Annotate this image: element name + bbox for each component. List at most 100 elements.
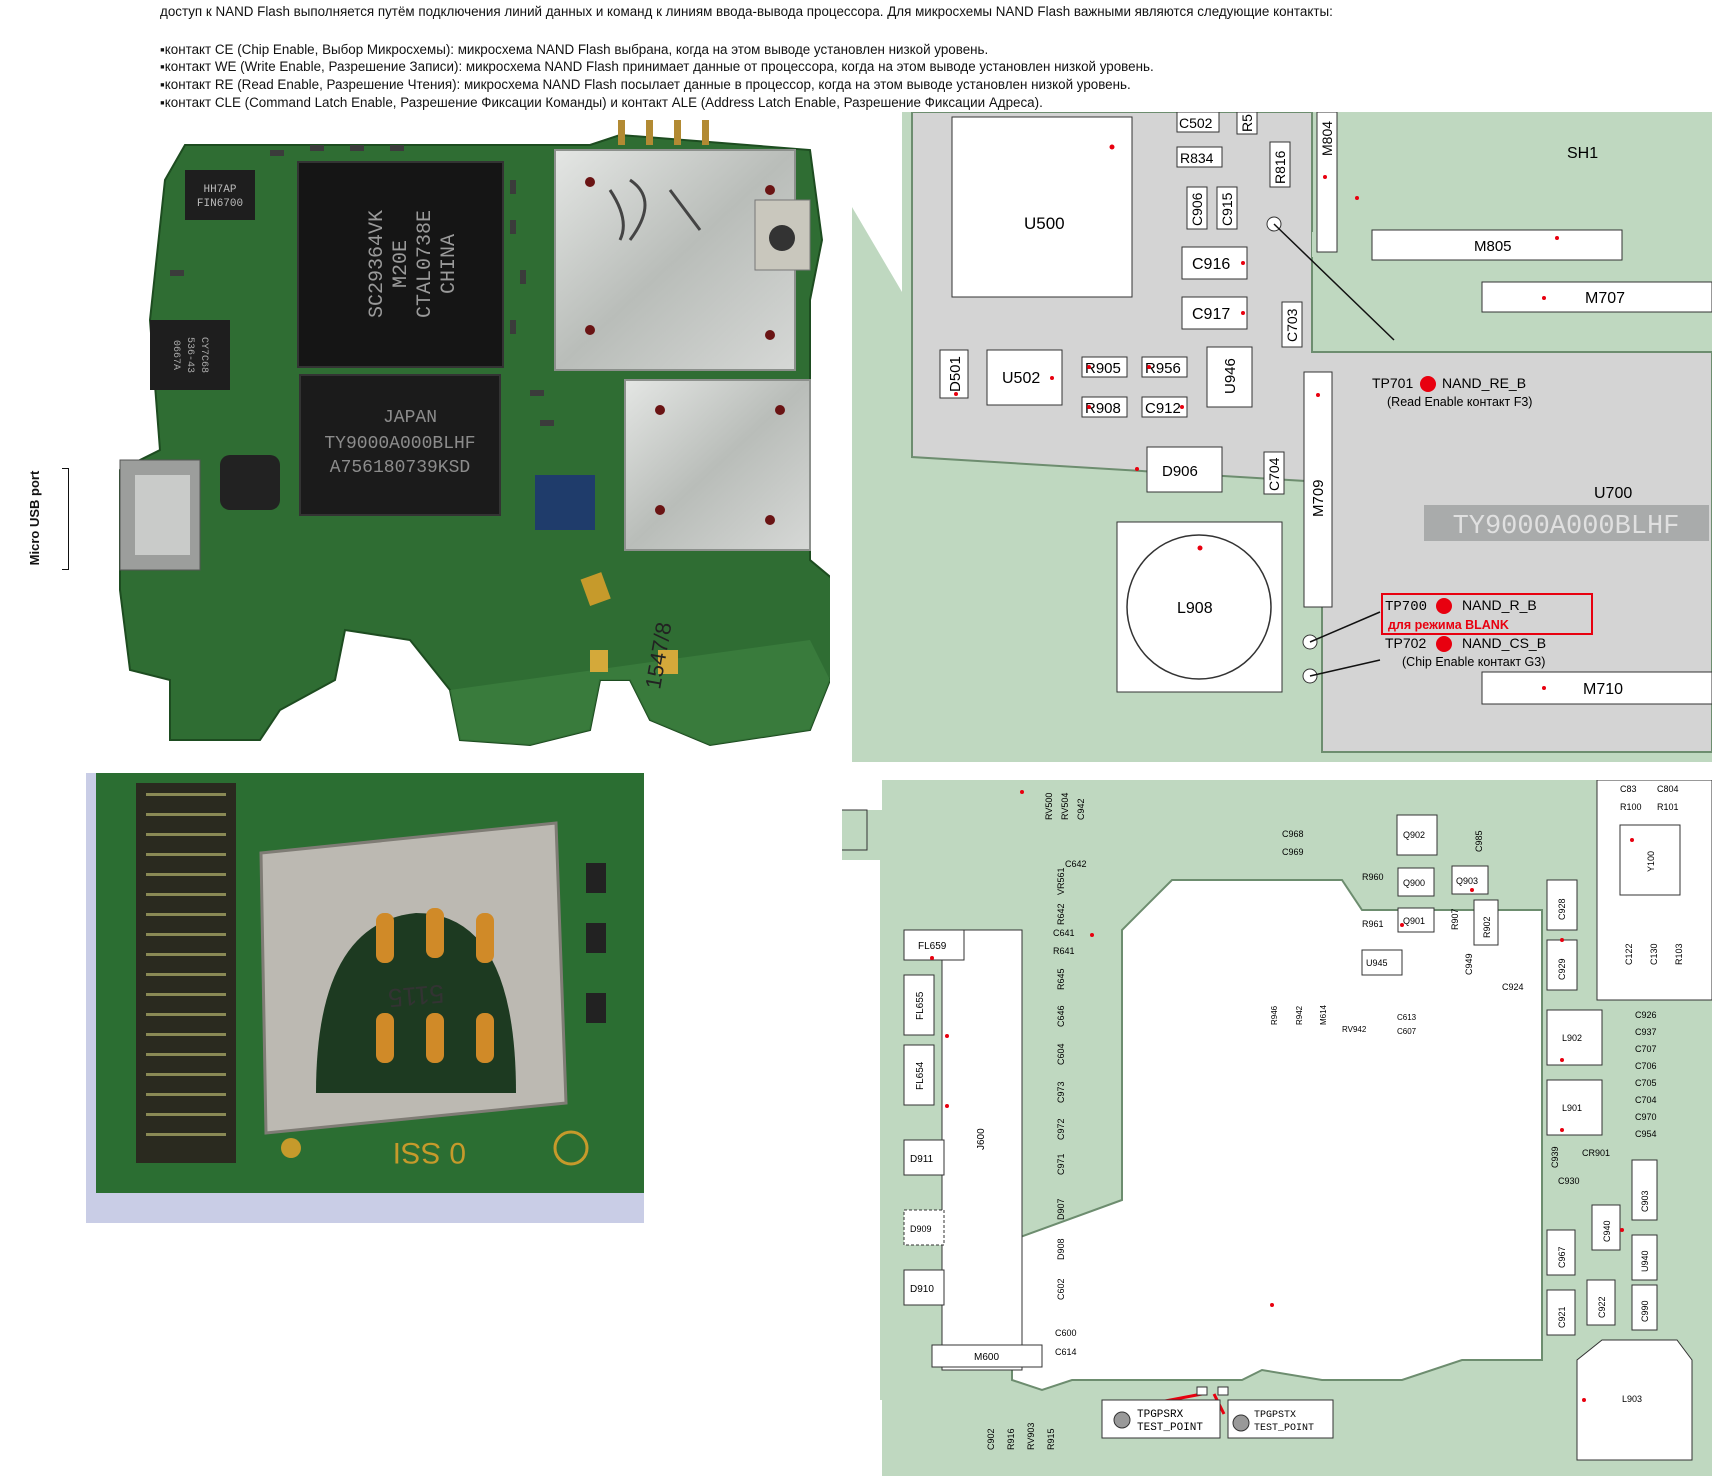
svg-text:CY7C68: CY7C68 xyxy=(198,337,209,373)
svg-text:C707: C707 xyxy=(1635,1044,1657,1054)
svg-text:C972: C972 xyxy=(1056,1118,1066,1140)
svg-text:C922: C922 xyxy=(1597,1296,1607,1318)
U502 xyxy=(986,349,1063,406)
svg-text:L902: L902 xyxy=(1562,1033,1582,1043)
tp701-note: (Read Enable контакт F3) xyxy=(1387,395,1532,409)
label-U700: U700 xyxy=(1594,485,1632,502)
svg-text:C642: C642 xyxy=(1065,859,1087,869)
svg-text:U946: U946 xyxy=(1222,358,1239,394)
svg-text:M707: M707 xyxy=(1585,290,1625,307)
tp-gpsrx-pad xyxy=(1113,1411,1131,1429)
svg-text:D501: D501 xyxy=(947,356,964,392)
svg-text:R956: R956 xyxy=(1145,360,1181,377)
C967 xyxy=(1546,1229,1576,1276)
svg-text:M600: M600 xyxy=(974,1352,999,1363)
svg-text:C973: C973 xyxy=(1056,1081,1066,1103)
svg-text:M804: M804 xyxy=(1319,121,1335,156)
svg-text:C971: C971 xyxy=(1056,1153,1066,1175)
svg-text:C917: C917 xyxy=(1192,306,1230,323)
D911 xyxy=(903,1139,945,1176)
D909 xyxy=(903,1209,945,1246)
svg-text:C921: C921 xyxy=(1557,1306,1567,1328)
svg-text:C613: C613 xyxy=(1397,1013,1417,1022)
svg-text:C704: C704 xyxy=(1635,1095,1657,1105)
svg-text:C906: C906 xyxy=(1189,192,1205,226)
schematic-top: SH1 U500 C502 R5 M804 R834 R816 C906 C91… xyxy=(852,112,1712,762)
svg-text:R908: R908 xyxy=(1085,400,1121,417)
Q900 xyxy=(1397,867,1435,897)
svg-text:C706: C706 xyxy=(1635,1061,1657,1071)
svg-text:M709: M709 xyxy=(1310,479,1327,517)
cpu-marking-4: CHINA xyxy=(438,234,461,294)
svg-text:C600: C600 xyxy=(1055,1328,1077,1338)
svg-text:C970: C970 xyxy=(1635,1112,1657,1122)
svg-text:C924: C924 xyxy=(1502,982,1524,992)
C921 xyxy=(1546,1289,1576,1336)
bullet-re: ▪контакт RE (Read Enable, Разрешение Чте… xyxy=(160,77,1131,92)
svg-text:C502: C502 xyxy=(1179,115,1213,131)
svg-text:R907: R907 xyxy=(1450,908,1460,930)
svg-text:Y100: Y100 xyxy=(1646,851,1656,872)
C940 xyxy=(1591,1204,1621,1251)
C906 xyxy=(1186,186,1208,230)
bullet-ce: ▪контакт CE (Chip Enable, Выбор Микросхе… xyxy=(160,42,989,57)
D910 xyxy=(903,1269,945,1306)
svg-text:C929: C929 xyxy=(1557,958,1567,980)
svg-text:R960: R960 xyxy=(1362,872,1384,882)
schematic-bottom: J600 FL659 FL655 FL654 D911 D909 D910 M6… xyxy=(842,780,1712,1476)
svg-text:C942: C942 xyxy=(1076,798,1086,820)
tp-gpsrx-type: TEST_POINT xyxy=(1137,1422,1203,1434)
u700-chip-marking xyxy=(1424,505,1709,541)
svg-text:R100: R100 xyxy=(1620,802,1642,812)
C928 xyxy=(1546,879,1578,931)
C990 xyxy=(1631,1284,1658,1331)
tp-gpstx-type: TEST_POINT xyxy=(1254,1423,1314,1434)
cpu-marking-3: CTAL0738E xyxy=(414,210,437,318)
tp-gpstx-id: TPGPSTX xyxy=(1254,1410,1296,1421)
svg-text:C83: C83 xyxy=(1620,784,1637,794)
cpu-marking-1: SC29364VK xyxy=(366,210,389,318)
tp701-marker xyxy=(1420,376,1436,392)
svg-text:C704: C704 xyxy=(1266,457,1282,491)
micro-usb-label: Micro USB port xyxy=(27,468,88,570)
svg-text:U500: U500 xyxy=(1024,214,1065,233)
U940 xyxy=(1631,1234,1658,1281)
L902 xyxy=(1546,1009,1603,1066)
svg-text:C804: C804 xyxy=(1657,784,1679,794)
tp702-id: TP702 xyxy=(1385,635,1426,651)
svg-text:C969: C969 xyxy=(1282,847,1304,857)
C703 xyxy=(1281,301,1303,348)
svg-text:C705: C705 xyxy=(1635,1078,1657,1088)
C916 xyxy=(1181,246,1248,280)
svg-text:C928: C928 xyxy=(1557,898,1567,920)
bullet-cle-ale: ▪контакт CLE (Command Latch Enable, Разр… xyxy=(160,95,1043,110)
svg-text:0667A: 0667A xyxy=(170,340,181,370)
svg-text:L901: L901 xyxy=(1562,1103,1582,1113)
svg-text:R915: R915 xyxy=(1046,1428,1056,1450)
FL659 xyxy=(903,929,965,961)
M709 xyxy=(1303,371,1333,608)
svg-text:C122: C122 xyxy=(1624,943,1634,965)
FL655 xyxy=(903,974,935,1036)
svg-text:C916: C916 xyxy=(1192,256,1230,273)
tp700-marker xyxy=(1436,598,1452,614)
svg-text:R834: R834 xyxy=(1180,150,1214,166)
nand-marking-3: A756180739KSD xyxy=(330,458,470,478)
R902 xyxy=(1473,899,1499,946)
bullet-we: ▪контакт WE (Write Enable, Разрешение За… xyxy=(160,59,1154,74)
tp701-net: NAND_RE_B xyxy=(1442,375,1526,391)
Q901 xyxy=(1397,907,1435,933)
svg-text:M805: M805 xyxy=(1474,238,1512,255)
svg-text:L908: L908 xyxy=(1177,600,1213,617)
svg-text:R961: R961 xyxy=(1362,919,1384,929)
svg-text:C940: C940 xyxy=(1602,1220,1612,1242)
C912 xyxy=(1141,396,1188,418)
svg-text:U940: U940 xyxy=(1640,1250,1650,1272)
U500 xyxy=(951,116,1133,298)
svg-text:C902: C902 xyxy=(986,1428,996,1450)
svg-text:C915: C915 xyxy=(1219,192,1235,226)
small-chip-2 xyxy=(150,320,230,390)
M805 xyxy=(1371,229,1623,261)
svg-text:C607: C607 xyxy=(1397,1027,1417,1036)
micro-usb-text: Micro USB port xyxy=(27,470,42,566)
